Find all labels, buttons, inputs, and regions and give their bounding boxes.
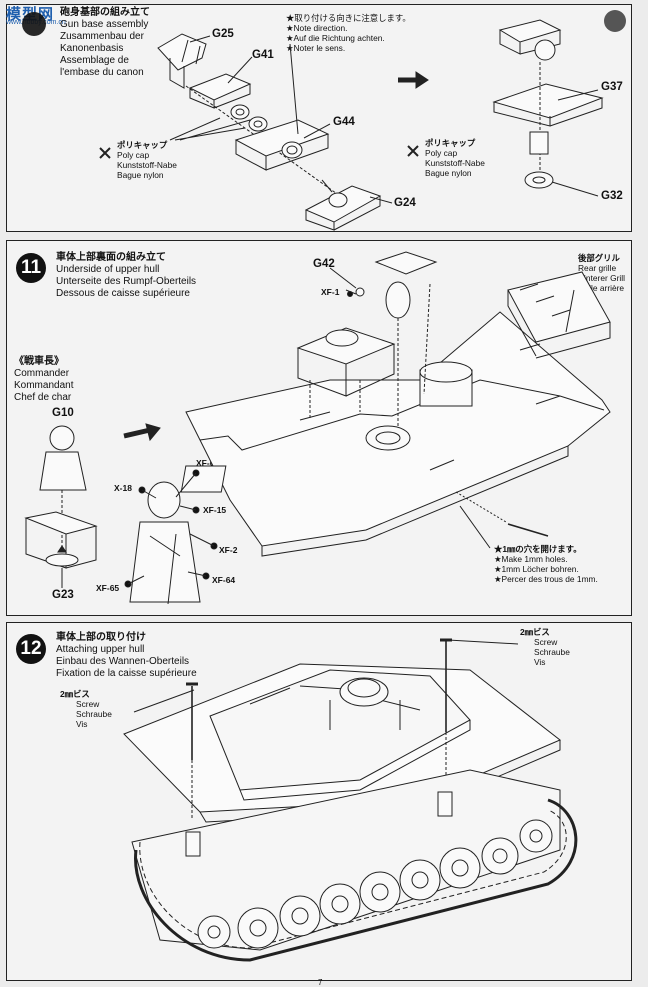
polycap-left-ja: ポリキャップ [117,140,168,150]
holes-fr: ★Percer des trous de 1mm. [494,574,598,584]
color-xf1-label: XF-1 [321,287,340,297]
part-g32-label: G32 [601,190,623,202]
step-10-title-fr1: Assemblage de [60,55,129,66]
step-11-title-ja: 車体上部裏面の組み立て [56,252,166,263]
screw-right-ja: 2㎜ビス [520,627,550,637]
part-g25-label: G25 [212,28,234,40]
step-10-note-ja: ★取り付ける向きに注意します。 [286,13,411,23]
grille-de: Hinterer Grill [578,273,625,283]
color-x18: X-18 [114,483,132,493]
step-11-badge: 11 [16,253,46,283]
color-xf65-bottom: XF-65 [96,583,120,593]
part-g42-label: G42 [313,258,335,270]
step-12-title-en: Attaching upper hull [56,644,145,655]
step-10-note-fr: ★Noter le sens. [286,43,346,53]
step-10-title-de1: Zusammenbau der [60,31,144,42]
screw-left-en: Screw [76,699,100,709]
color-xf65-top: XF-65 [196,458,220,468]
commander-de: Kommandant [14,380,74,391]
screw-right-fr: Vis [534,657,546,667]
commander-fr: Chef de char [14,392,72,403]
polycap-right-en: Poly cap [425,148,458,158]
step-12-title-fr: Fixation de la caisse supérieure [56,668,197,679]
screw-left-fr: Vis [76,719,88,729]
step-11-title-fr: Dessous de caisse supérieure [56,288,190,299]
color-xf64: XF-64 [212,575,236,585]
step-10-panel [6,4,632,232]
step-10-title-en: Gun base assembly [60,19,149,30]
screw-left-ja: 2㎜ビス [60,689,90,699]
screw-left-de: Schraube [76,709,112,719]
color-xf15: XF-15 [203,505,227,515]
part-g37-label: G37 [601,81,623,93]
step-11-title-en: Underside of upper hull [56,264,160,275]
mirrored-step-badge [604,10,626,32]
step-10-title-ja: 砲身基部の組み立て [60,7,150,18]
part-g44-label: G44 [333,116,355,128]
step-12-badge: 12 [16,634,46,664]
screw-right-en: Screw [534,637,558,647]
holes-en: ★Make 1mm holes. [494,554,568,564]
part-g24-label: G24 [394,197,416,209]
part-g23-label: G23 [52,589,74,601]
step-12-title-de: Einbau des Wannen-Oberteils [56,656,190,667]
polycap-right-fr: Bague nylon [425,168,472,178]
polycap-right-de: Kunststoff-Nabe [425,158,485,168]
holes-ja: ★1㎜の穴を開けます。 [494,544,582,554]
step-10-note-en: ★Note direction. [286,23,348,33]
polycap-right-ja: ポリキャップ [425,138,476,148]
grille-ja: 後部グリル [578,253,620,263]
grille-en: Rear grille [578,263,617,273]
step-10-badge [22,12,46,36]
step-11-title-de: Unterseite des Rumpf-Oberteils [56,276,197,287]
step-10-title-fr2: l'embase du canon [60,67,144,78]
step-10-note-de: ★Auf die Richtung achten. [286,33,385,43]
color-xf2: XF-2 [219,545,238,555]
commander-ja: 《戦車長》 [14,356,64,367]
step-12-title-ja: 車体上部の取り付け [56,632,146,643]
polycap-left-de: Kunststoff-Nabe [117,160,177,170]
grille-fr: Grille arrière [578,283,625,293]
screw-right-de: Schraube [534,647,570,657]
part-g10-label: G10 [52,407,74,419]
page-number: 7 [318,978,323,987]
polycap-left-fr: Bague nylon [117,170,164,180]
step-10-title-de2: Kanonenbasis [60,43,124,54]
part-g41-label: G41 [252,49,274,61]
holes-de: ★1mm Löcher bohren. [494,564,579,574]
commander-en: Commander [14,368,70,379]
polycap-left-en: Poly cap [117,150,150,160]
